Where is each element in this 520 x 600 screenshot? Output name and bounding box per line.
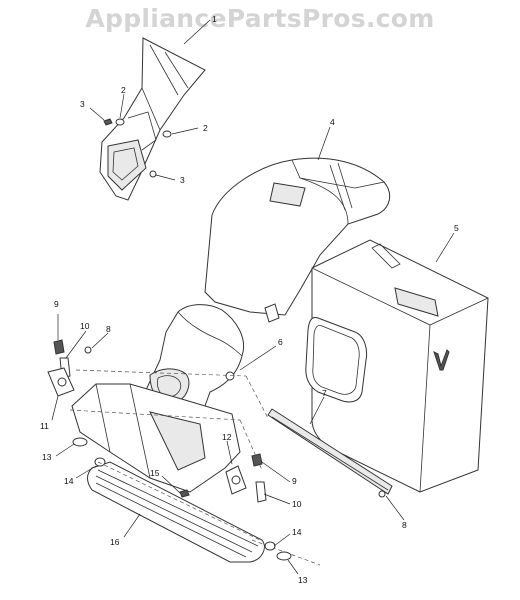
callout-10: 10 bbox=[292, 499, 302, 509]
callout-12: 12 bbox=[222, 432, 232, 442]
callout-2: 2 bbox=[203, 123, 208, 133]
leader-lines bbox=[51, 19, 455, 575]
part-4-hood[interactable] bbox=[204, 157, 391, 323]
auger-housing-assembly bbox=[71, 383, 241, 493]
part-12-bearing-right[interactable] bbox=[225, 465, 247, 495]
part-8-bolt-left[interactable] bbox=[84, 346, 92, 354]
callout-7: 7 bbox=[322, 388, 327, 398]
part-8-bolt-right[interactable] bbox=[378, 490, 386, 498]
part-13-bolt-left[interactable] bbox=[72, 437, 88, 447]
part-14-washer-left[interactable] bbox=[94, 457, 106, 467]
assembly-guide-lines bbox=[69, 369, 269, 541]
part-9-clip-left[interactable] bbox=[53, 339, 65, 355]
callout-13: 13 bbox=[42, 452, 52, 462]
callout-1: 1 bbox=[212, 14, 217, 24]
callout-10: 10 bbox=[80, 321, 90, 331]
callout-16: 16 bbox=[110, 537, 120, 547]
callout-6: 6 bbox=[278, 337, 283, 347]
callout-9: 9 bbox=[292, 476, 297, 486]
part-7-wear-strip[interactable] bbox=[267, 408, 393, 495]
part-13-bolt-right[interactable] bbox=[276, 551, 292, 561]
callout-11: 11 bbox=[40, 421, 49, 431]
callout-3: 3 bbox=[180, 175, 185, 185]
callout-8: 8 bbox=[402, 520, 407, 530]
callout-5: 5 bbox=[454, 223, 459, 233]
part-9-clip-right[interactable] bbox=[251, 453, 263, 467]
callout-15: 15 bbox=[150, 468, 160, 478]
part-11-bearing-left[interactable] bbox=[47, 367, 75, 397]
callout-labels: 1 2 2 3 3 4 5 6 7 8 8 9 9 10 10 11 12 13… bbox=[40, 14, 459, 585]
part-10-bracket-right[interactable] bbox=[255, 481, 267, 503]
callout-2: 2 bbox=[121, 85, 126, 95]
callout-8: 8 bbox=[106, 324, 111, 334]
part-3-nuts-chute[interactable] bbox=[103, 118, 157, 178]
watermark-text: AppliancePartsPros.com bbox=[85, 4, 435, 33]
part-2-bolts-chute[interactable] bbox=[115, 118, 172, 138]
part-1-discharge-chute[interactable] bbox=[99, 37, 206, 201]
part-15-nut[interactable] bbox=[179, 489, 190, 498]
callout-3: 3 bbox=[80, 99, 85, 109]
part-16-scraper-bar[interactable] bbox=[87, 461, 321, 566]
callout-4: 4 bbox=[330, 117, 335, 127]
part-14-washer-right[interactable] bbox=[264, 541, 276, 551]
callout-9: 9 bbox=[54, 299, 59, 309]
callout-14: 14 bbox=[292, 527, 302, 537]
callout-14: 14 bbox=[64, 476, 74, 486]
callout-13: 13 bbox=[298, 575, 308, 585]
